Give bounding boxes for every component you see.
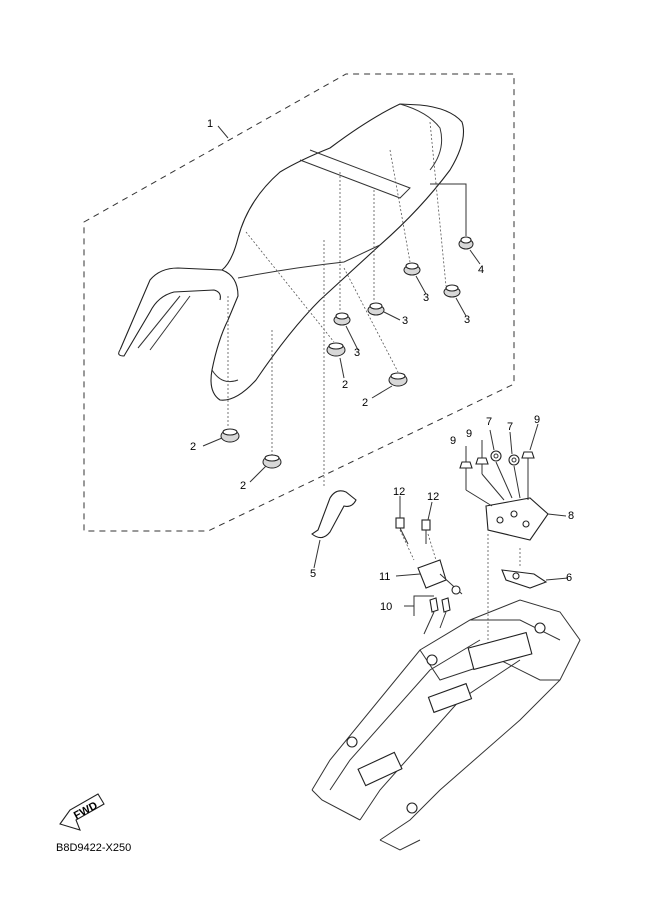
callout-9-c: 9 — [534, 414, 540, 426]
callout-3-a: 3 — [354, 347, 360, 359]
damper-item-3-b — [367, 302, 385, 316]
damper-item-4 — [458, 236, 474, 250]
callout-1: 1 — [207, 118, 213, 130]
callout-2-c: 2 — [342, 379, 348, 391]
forward-arrow-icon: FWD — [59, 793, 105, 831]
callout-7-a: 7 — [486, 416, 492, 428]
callout-4: 4 — [478, 264, 484, 276]
grommet-item-2-c — [326, 342, 346, 357]
seat-body — [118, 103, 465, 401]
callout-5: 5 — [310, 568, 316, 580]
latch-item-6 — [501, 569, 548, 589]
callout-7-b: 7 — [507, 421, 513, 433]
callout-3-b: 3 — [402, 315, 408, 327]
damper-item-3-a — [333, 312, 351, 326]
callout-11: 11 — [379, 571, 390, 583]
damper-item-3-c — [403, 262, 421, 276]
callout-12-a: 12 — [393, 486, 405, 498]
strap-item-5 — [311, 490, 357, 539]
nut-item-7-a — [490, 450, 502, 462]
key-set-item-10 — [423, 597, 451, 635]
screw-item-12-b — [421, 519, 431, 544]
callout-6: 6 — [566, 572, 572, 584]
callout-9-b: 9 — [466, 428, 472, 440]
hardware-leader-lines — [465, 461, 529, 507]
diagram-code: B8D9422-X250 — [56, 842, 132, 854]
callout-3-c: 3 — [423, 292, 429, 304]
grommet-item-2-a — [220, 428, 240, 443]
screw-item-12-a — [395, 517, 409, 545]
callout-12-b: 12 — [427, 491, 439, 503]
callout-8: 8 — [568, 510, 574, 522]
bolt-item-9-a — [459, 460, 473, 478]
item-4-bracket — [430, 183, 467, 236]
bracket-item-8 — [485, 497, 549, 541]
damper-item-3-d — [443, 284, 461, 298]
callout-leader-lines — [202, 125, 569, 616]
seat-assembly-boundary — [83, 73, 515, 532]
grommet-item-2-d — [388, 372, 408, 387]
callout-2-a: 2 — [190, 441, 196, 453]
rear-frame — [311, 599, 581, 851]
bolt-item-9-b — [475, 457, 489, 474]
callout-2-d: 2 — [362, 397, 368, 409]
mounting-guide-lines — [227, 121, 521, 660]
callout-3-d: 3 — [464, 314, 470, 326]
grommet-item-2-b — [262, 454, 282, 469]
fwd-label: FWD — [72, 800, 100, 822]
callout-10: 10 — [380, 601, 392, 613]
callout-2-b: 2 — [240, 480, 246, 492]
bolt-item-9-c — [521, 451, 535, 470]
callout-9-a: 9 — [450, 435, 456, 447]
lock-item-11 — [417, 559, 463, 595]
nut-item-7-b — [508, 454, 520, 466]
